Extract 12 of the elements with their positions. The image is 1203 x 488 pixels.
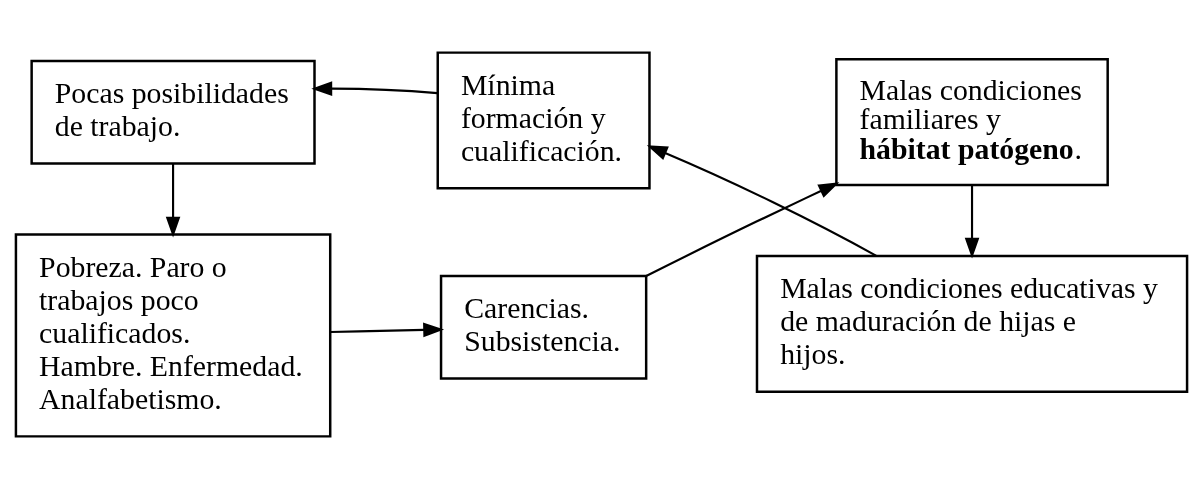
node-box: Mínima formación y cualificación. <box>436 50 651 189</box>
arrow <box>165 163 181 238</box>
node-box: Malas condiciones educativas y de maduración de hijas e hijos. <box>755 254 1189 393</box>
arrow <box>645 181 840 277</box>
node-box: Pocas posibilidades de trabajo. <box>30 59 316 165</box>
arrow <box>646 144 877 257</box>
arrow <box>330 322 445 337</box>
node-box: Carencias. Subsistencia. <box>439 274 648 380</box>
arrow <box>311 80 438 96</box>
node-box: Pobreza. Paro o trabajos poco cualificados. Hambre. Enfermedad. Analfabetismo. <box>14 232 332 438</box>
node-box: Malas condiciones familiares y hábitat patógeno. <box>835 57 1109 186</box>
arrow <box>964 184 980 259</box>
